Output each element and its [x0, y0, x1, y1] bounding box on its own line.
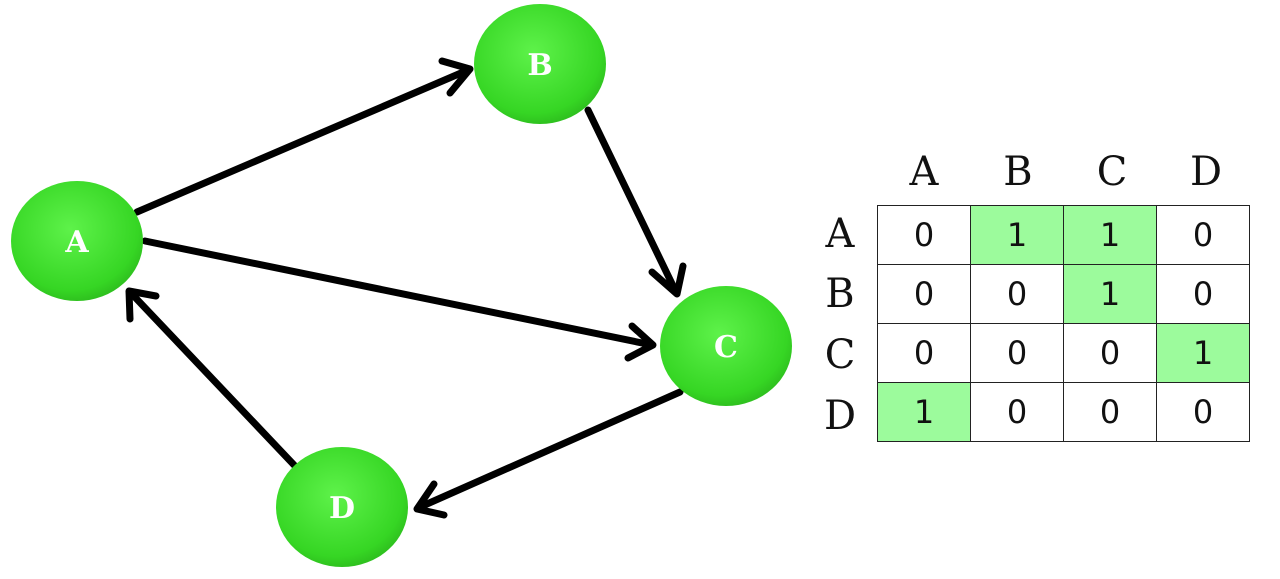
node-d-label: D: [329, 491, 355, 526]
node-c: C: [660, 286, 792, 406]
edge-a-to-c: [141, 237, 657, 362]
row-header-d: D: [823, 393, 857, 439]
col-header-d: D: [1189, 149, 1223, 195]
edge-d-to-a: [125, 287, 299, 470]
matrix-cell-b-a: 0: [877, 264, 971, 324]
matrix-cell-d-b: 0: [970, 382, 1064, 442]
edge-a-to-b: [133, 57, 474, 216]
col-header-c: C: [1096, 149, 1128, 195]
matrix-row-b: 0 0 1 0: [877, 264, 1250, 324]
edge-b-to-c: [584, 106, 687, 298]
matrix-cell-a-d: 0: [1156, 205, 1250, 265]
matrix-cell-c-b: 0: [970, 323, 1064, 383]
node-c-label: C: [714, 330, 738, 365]
node-b-label: B: [527, 48, 552, 83]
row-header-a: A: [825, 211, 855, 257]
matrix-cell-c-d: 1: [1156, 323, 1250, 383]
matrix-row-c: 0 0 0 1: [877, 323, 1250, 383]
matrix-cell-d-c: 0: [1063, 382, 1157, 442]
col-header-b: B: [1003, 149, 1033, 195]
directed-graph: A B C D: [11, 4, 792, 567]
matrix-row-d: 1 0 0 0: [877, 382, 1250, 442]
matrix-row-a: 0 1 1 0: [877, 205, 1250, 265]
node-d: D: [276, 447, 408, 567]
node-a: A: [11, 181, 143, 301]
adjacency-matrix: 0 1 1 0 0 0 1 0 0 0 0 1 1 0 0 0: [877, 205, 1250, 442]
matrix-cell-b-b: 0: [970, 264, 1064, 324]
matrix-cell-a-c: 1: [1063, 205, 1157, 265]
row-header-b: B: [825, 271, 855, 317]
matrix-cell-a-b: 1: [970, 205, 1064, 265]
matrix-cell-c-a: 0: [877, 323, 971, 383]
matrix-cell-d-a: 1: [877, 382, 971, 442]
matrix-cell-d-d: 0: [1156, 382, 1250, 442]
matrix-cell-a-a: 0: [877, 205, 971, 265]
matrix-cell-c-c: 0: [1063, 323, 1157, 383]
edge-c-to-d: [413, 388, 684, 519]
matrix-cell-b-c: 1: [1063, 264, 1157, 324]
node-a-label: A: [64, 225, 89, 260]
row-header-c: C: [824, 332, 856, 378]
node-b: B: [474, 4, 606, 124]
matrix-cell-b-d: 0: [1156, 264, 1250, 324]
col-header-a: A: [909, 149, 939, 195]
